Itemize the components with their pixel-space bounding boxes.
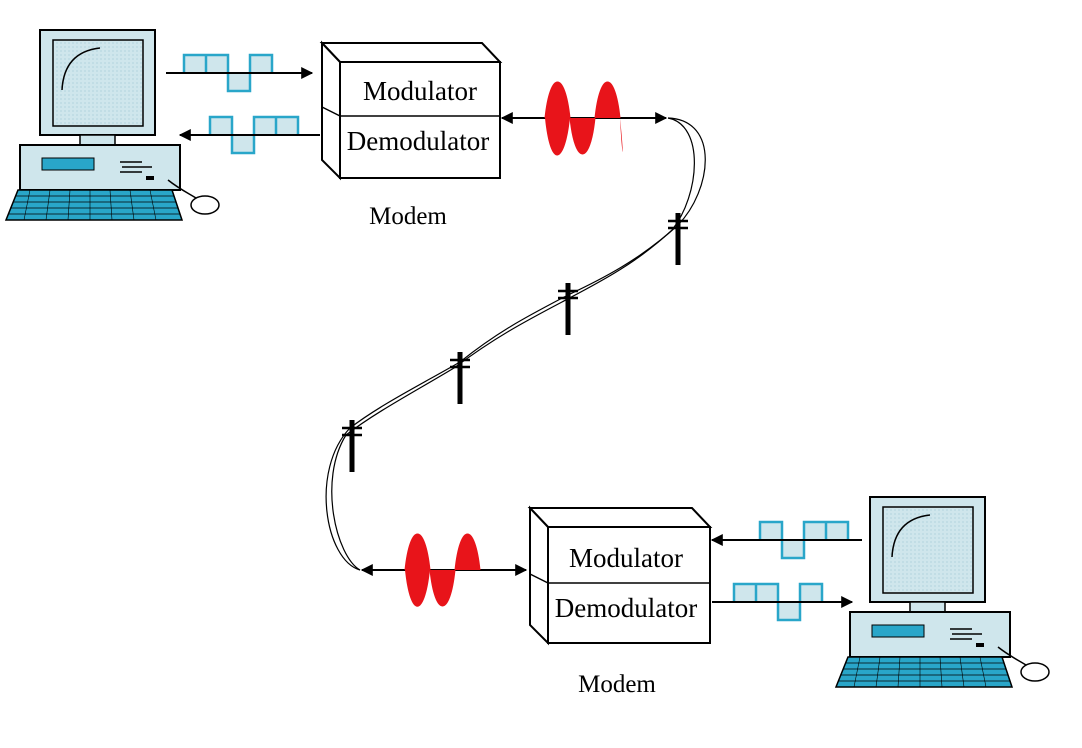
demodulator-label-top: Demodulator xyxy=(347,126,489,156)
telephone-pole-2-icon xyxy=(558,283,578,335)
modem-caption-bottom: Modem xyxy=(578,671,656,698)
modem-caption-top: Modem xyxy=(369,203,447,230)
modulator-label-top: Modulator xyxy=(363,76,477,106)
telephone-pole-4-icon xyxy=(342,420,362,472)
demodulator-label-bottom: Demodulator xyxy=(555,593,697,623)
modem-box-top: Modulator Demodulator xyxy=(319,40,503,181)
telephone-wire-1 xyxy=(325,117,706,571)
modulator-label-bottom: Modulator xyxy=(569,543,683,573)
computer-bottom-right-icon xyxy=(835,496,1050,688)
telephone-pole-1-icon xyxy=(668,213,688,265)
telephone-pole-3-icon xyxy=(450,352,470,404)
analog-signal-bottom xyxy=(404,533,481,607)
modem-box-bottom: Modulator Demodulator xyxy=(527,505,713,646)
telephone-wire-2 xyxy=(331,117,695,571)
